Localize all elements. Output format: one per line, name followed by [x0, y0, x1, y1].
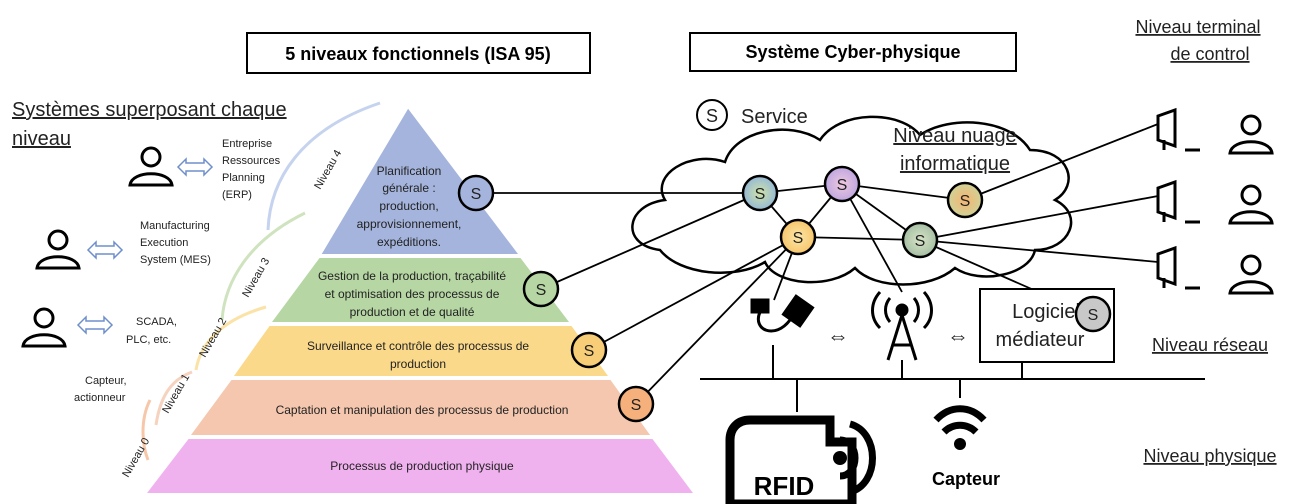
level4-text-0: Planification	[377, 164, 442, 178]
svg-text:S: S	[960, 193, 971, 210]
pyramid-level-3	[268, 256, 574, 324]
level4-text-1: générale :	[382, 181, 435, 195]
user-icon-terminal-3	[1228, 254, 1274, 295]
terminal-label-line1: Niveau terminal	[1135, 17, 1260, 37]
double-arrow-erp-icon	[176, 157, 214, 177]
level0-text-0: Processus de production physique	[330, 459, 514, 473]
level3-text-0: Gestion de la production, traçabilité	[318, 269, 506, 283]
antenna-icon	[871, 290, 933, 361]
scada-line-0: SCADA,	[136, 316, 177, 328]
service-node-level4: S	[457, 174, 495, 212]
systems-heading-line1: Systèmes superposant chaque	[12, 99, 287, 121]
cloud-label-line1: Niveau nuage	[893, 125, 1016, 147]
pyramid-level-1	[187, 378, 654, 437]
cloud-service-node-2: S	[823, 165, 861, 203]
mes-line-1: Execution	[140, 237, 188, 249]
svg-text:S: S	[1088, 307, 1099, 324]
sensor-wifi-icon	[933, 405, 987, 435]
erp-line-3: (ERP)	[222, 189, 252, 201]
user-icon-erp	[128, 146, 174, 187]
arc-label-n4: Niveau 4	[312, 148, 344, 192]
mes-line-2: System (MES)	[140, 254, 211, 266]
arc-niveau-4	[266, 101, 381, 231]
right-title-text: Système Cyber-physique	[745, 42, 960, 62]
user-icon-mes	[35, 229, 81, 270]
middleware-line1: Logiciel	[1012, 301, 1080, 323]
level2-text-1: production	[390, 357, 446, 371]
cloud-service-node-4: S	[779, 218, 817, 256]
service-legend-label: Service	[741, 106, 808, 128]
level3-text-2: production et de qualité	[350, 305, 475, 319]
left-title-box	[246, 32, 591, 74]
cloud-service-node-3: S	[946, 181, 984, 219]
sensor-actuator-line-1: actionneur	[74, 392, 126, 404]
double-arrow-scada-icon	[76, 315, 114, 335]
arc-label-n2: Niveau 2	[197, 316, 229, 360]
service-node-level1: S	[617, 385, 655, 423]
rfid-label: RFID	[754, 471, 815, 501]
double-arrow-network-icon-2: ⇔	[947, 323, 969, 348]
service-node-level2: S	[570, 331, 608, 369]
scada-line-1: PLC, etc.	[126, 334, 171, 346]
arc-niveau-1	[154, 370, 193, 426]
cloud-service-node-1: S	[741, 174, 779, 212]
cloud-label-line2: informatique	[900, 153, 1010, 175]
ethernet-cable-icon	[750, 294, 815, 333]
erp-line-1: Ressources	[222, 155, 281, 167]
service-legend-symbol: S	[706, 106, 718, 126]
erp-line-0: Entreprise	[222, 138, 272, 150]
svg-text:S: S	[584, 343, 595, 360]
middleware-line2: médiateur	[996, 329, 1085, 351]
arc-niveau-2	[194, 305, 267, 371]
arc-niveau-3	[220, 211, 306, 321]
level4-text-2: production,	[379, 199, 438, 213]
mes-line-0: Manufacturing	[140, 220, 210, 232]
sensor-actuator-line-0: Capteur,	[85, 375, 127, 387]
erp-line-2: Planning	[222, 172, 265, 184]
svg-text:S: S	[915, 233, 926, 250]
user-icon-terminal-1	[1228, 114, 1274, 155]
physical-label: Niveau physique	[1143, 446, 1276, 466]
level3-text-1: et optimisation des processus de	[325, 287, 500, 301]
svg-text:S: S	[837, 177, 848, 194]
svg-text:S: S	[536, 282, 547, 299]
sensor-wifi-dot	[954, 438, 966, 450]
systems-heading-line2: niveau	[12, 128, 71, 150]
arc-niveau-0	[141, 399, 152, 461]
level1-text-0: Captation et manipulation des processus …	[276, 403, 569, 417]
terminal-icon-2	[1156, 179, 1200, 224]
user-icon-terminal-2	[1228, 184, 1274, 225]
svg-text:S: S	[793, 230, 804, 247]
cloud-service-node-5: S	[901, 221, 939, 259]
terminal-icon-3	[1156, 245, 1200, 290]
network-label: Niveau réseau	[1152, 335, 1268, 355]
right-title-box	[689, 32, 1017, 72]
pyramid-level-2	[230, 324, 612, 378]
level2-text-0: Surveillance et contrôle des processus d…	[307, 339, 529, 353]
terminal-icon-1	[1156, 107, 1200, 152]
rfid-icon	[725, 415, 876, 504]
svg-text:S: S	[631, 397, 642, 414]
middleware-service-node: S	[1074, 295, 1112, 333]
user-icon-scada	[21, 307, 67, 348]
service-node-level3: S	[522, 270, 560, 308]
level4-text-4: expéditions.	[377, 235, 441, 249]
double-arrow-mes-icon	[86, 240, 124, 260]
svg-text:S: S	[755, 186, 766, 203]
svg-text:S: S	[471, 186, 482, 203]
sensor-label: Capteur	[932, 469, 1000, 489]
double-arrow-network-icon-1: ⇔	[827, 323, 849, 348]
left-title-text: 5 niveaux fonctionnels (ISA 95)	[285, 44, 550, 64]
service-legend-icon	[696, 99, 728, 131]
level4-text-3: approvisionnement,	[357, 217, 462, 231]
terminal-label-line2: de control	[1170, 44, 1249, 64]
pyramid-level-0	[142, 437, 697, 495]
